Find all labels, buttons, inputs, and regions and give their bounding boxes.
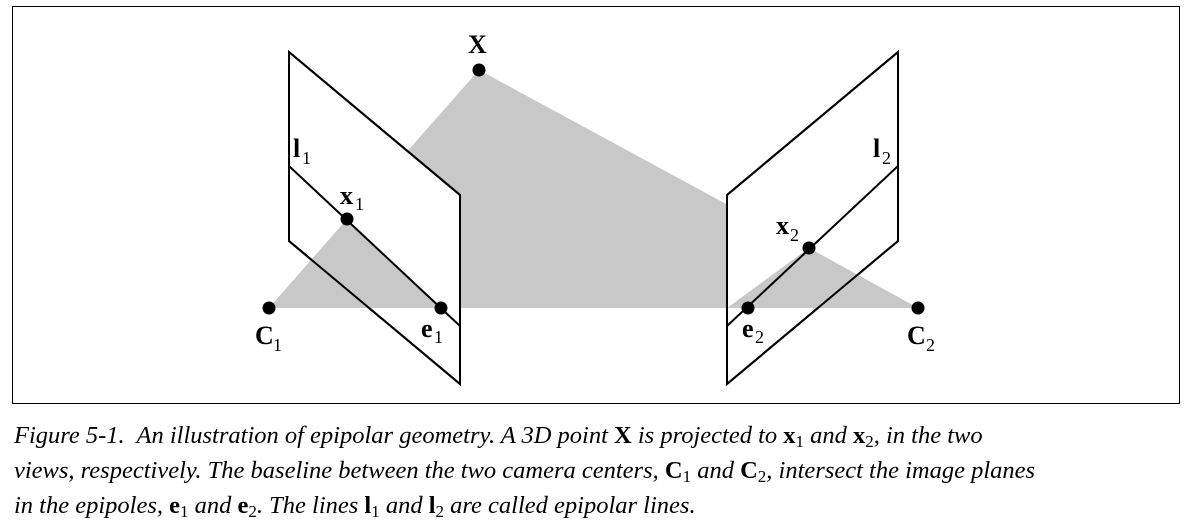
point-e2 <box>741 301 755 315</box>
caption-line-3: in the epipoles, e1 and e2. The lines l1… <box>14 492 696 521</box>
figure-number: Figure 5-1. <box>14 422 125 449</box>
svg-text:l: l <box>873 134 880 163</box>
svg-text:C: C <box>907 321 926 350</box>
point-x2 <box>802 241 816 255</box>
svg-text:x: x <box>776 211 789 240</box>
svg-text:2: 2 <box>755 327 764 347</box>
svg-text:e: e <box>742 314 754 343</box>
label-l2: l 2 <box>873 134 891 168</box>
point-X <box>472 63 486 77</box>
svg-text:1: 1 <box>273 335 282 355</box>
left-image-plane-border <box>288 49 461 387</box>
caption-line-2: views, respectively. The baseline betwee… <box>14 457 1036 486</box>
label-l1: l 1 <box>293 134 311 168</box>
caption-line-1: Figure 5-1. An illustration of epipolar … <box>14 422 983 451</box>
svg-text:1: 1 <box>434 327 443 347</box>
epipolar-line-l1 <box>288 165 461 327</box>
label-e1: e 1 <box>421 314 443 347</box>
svg-text:l: l <box>293 134 300 163</box>
label-X: X <box>468 30 487 59</box>
label-x1: x 1 <box>340 181 364 214</box>
right-plane-shaded-region <box>727 248 918 308</box>
label-x2: x 2 <box>776 211 799 245</box>
point-e1 <box>434 301 448 315</box>
point-C1 <box>262 301 276 315</box>
svg-text:x: x <box>340 181 353 210</box>
svg-text:2: 2 <box>882 148 891 168</box>
left-plane-shaded-region <box>269 219 441 308</box>
svg-text:1: 1 <box>355 194 364 214</box>
svg-text:2: 2 <box>926 335 935 355</box>
point-C2 <box>911 301 925 315</box>
epipolar-diagram: X x 1 l 1 e 1 C 1 l 2 x 2 e 2 C 2 <box>255 30 935 387</box>
figure-caption: Figure 5-1. An illustration of epipolar … <box>14 418 1186 523</box>
label-C1: C 1 <box>255 321 282 355</box>
svg-text:e: e <box>421 314 433 343</box>
figure-frame <box>12 6 1180 404</box>
svg-text:1: 1 <box>302 148 311 168</box>
label-e2: e 2 <box>742 314 764 347</box>
point-x1 <box>340 212 354 226</box>
right-image-plane-border <box>726 49 899 387</box>
svg-text:2: 2 <box>790 225 799 245</box>
svg-text:C: C <box>255 321 274 350</box>
label-C2: C 2 <box>907 321 935 355</box>
